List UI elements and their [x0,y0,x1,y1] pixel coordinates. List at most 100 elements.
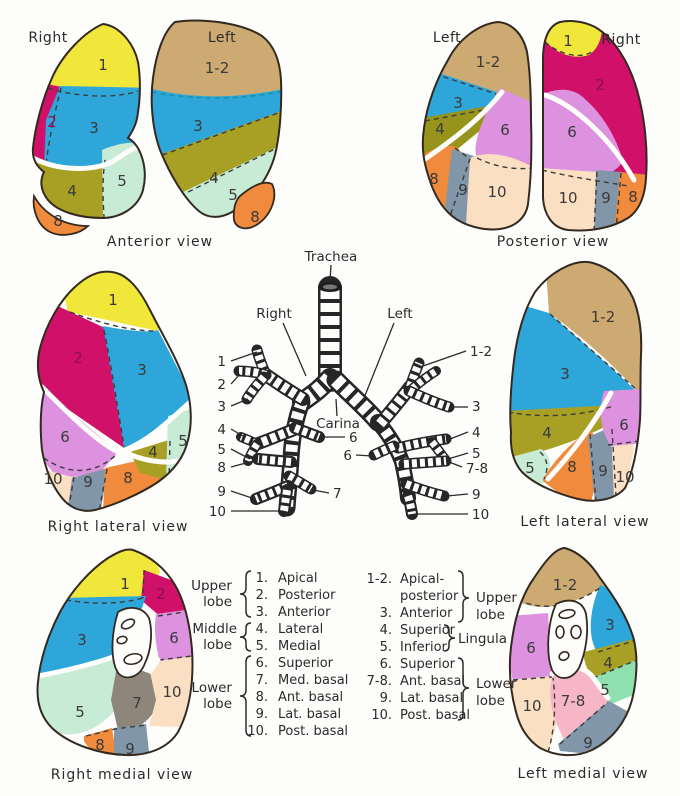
tree-num: 5 [472,446,481,462]
svg-text:Post. basal: Post. basal [278,724,348,739]
lobe-label: lobe [476,693,505,709]
right-bronchial-tree [233,344,340,517]
posterior-caption: Posterior view [497,234,610,250]
segment-number: 5 [228,186,238,204]
svg-text:Superior: Superior [400,623,456,638]
tree-num: 1 [217,354,226,370]
segment-number: 8 [95,736,105,754]
right-medial-caption: Right medial view [51,767,194,783]
tree-num: 7 [333,486,342,502]
tree-left-label: Left [387,306,412,322]
svg-text:Inferior: Inferior [400,640,448,655]
svg-text:4.: 4. [380,623,392,638]
segment-number: 1-2 [591,308,616,326]
svg-text:1-2.: 1-2. [367,572,392,587]
tree-num: 3 [472,399,481,415]
lower-lobe-brace [457,657,470,721]
segment-number: 9 [601,189,611,207]
lobe-label: Lower [192,680,233,696]
svg-text:5.: 5. [380,640,392,655]
left-bronchial-tree [326,357,455,520]
segment-2 [37,295,124,448]
svg-text:8.: 8. [256,690,268,705]
segment-number: 10 [615,468,634,486]
svg-text:6.: 6. [256,656,268,671]
upper-lobe-brace [457,570,470,623]
segment-6 [509,613,552,681]
hilum-vessel [120,618,136,630]
svg-text:Med. basal: Med. basal [278,673,348,688]
segment-number: 6 [169,629,179,647]
segment-number: 1 [98,56,108,74]
lobe-label: lobe [203,696,232,712]
segment-1-2 [151,20,282,99]
anterior-view: 1 2 3 4 5 8 1-2 3 4 5 8 Right Left Anter… [28,19,283,250]
trachea-tube [318,276,342,392]
svg-text:4.: 4. [256,622,268,637]
svg-text:7-8.: 7-8. [367,674,392,689]
segment-number: 4 [603,654,613,672]
segment-number: 8 [123,469,133,487]
tree-right-label: Right [256,306,292,322]
segment-number: 6 [526,639,536,657]
segment-number: 10 [522,697,541,715]
legend-left-lung: 1-2.Apical- posterior 3.Anterior 4.Super… [367,570,517,723]
svg-text:Lat. basal: Lat. basal [278,707,341,722]
hilum [547,599,589,679]
segment-4 [583,637,637,680]
segment-number: 1-2 [476,53,501,71]
bronchial-tree: Trachea Right Left Carina 1 2 3 4 5 8 9 … [209,249,492,523]
lobe-label: Upper [476,590,517,606]
hilum-vessel [116,635,128,645]
tree-num: 6 [343,448,352,464]
segment-9 [588,427,619,501]
posterior-left-lung [422,22,532,230]
segment-number: 1 [120,575,130,593]
tree-left-number-column: 1 2 3 4 5 8 9 10 [209,351,283,520]
segment-7-8 [550,669,609,747]
svg-text:Apical-: Apical- [400,572,444,587]
segment-9 [558,701,627,753]
svg-text:10.: 10. [247,724,268,739]
segment-4 [151,110,282,208]
segment-number: 2 [73,349,83,367]
svg-text:9.: 9. [256,707,268,722]
segment-9 [114,724,149,756]
svg-text:Apical: Apical [278,571,317,586]
left-lateral-view: 1-2 3 4 5 8 9 10 6 Left lateral view [509,261,649,530]
segment-number: 10 [487,183,506,201]
segment-4 [510,405,618,462]
segment-6 [543,89,623,179]
lobe-label: lobe [476,607,505,623]
segment-number: 1-2 [553,576,578,594]
segment-number: 4 [435,120,445,138]
segment-8 [614,172,647,231]
segment-number: 9 [583,734,593,752]
legend: Upper lobe Middle lobe Lower lobe 1.Apic… [191,570,517,739]
right-lateral-lung [37,271,191,511]
svg-text:posterior: posterior [400,589,459,604]
segment-number: 10 [558,189,577,207]
svg-text:7.: 7. [256,673,268,688]
segment-10 [466,154,532,230]
legend-right-lung: Upper lobe Middle lobe Lower lobe 1.Apic… [191,570,348,739]
segment-number: 7 [132,694,142,712]
segment-number: 4 [209,169,219,187]
segment-number: 8 [628,188,638,206]
tree-num: 4 [472,425,481,441]
svg-text:9.: 9. [380,691,392,706]
svg-text:1.: 1. [256,571,268,586]
segment-number: 3 [77,631,87,649]
segment-number: 9 [125,740,135,758]
legend-right-items: 1.Apical 2.Posterior 3.Anterior 4.Latera… [247,571,348,739]
segment-number: 8 [567,458,577,476]
svg-text:Lateral: Lateral [278,622,323,637]
svg-text:Anterior: Anterior [400,606,453,621]
segment-1 [543,21,603,57]
lobe-label: Upper [191,578,232,594]
svg-text:Post. basal: Post. basal [400,708,470,723]
hilum-vessel [558,608,576,620]
tree-num: 10 [209,504,226,520]
segment-number: 5 [117,172,127,190]
